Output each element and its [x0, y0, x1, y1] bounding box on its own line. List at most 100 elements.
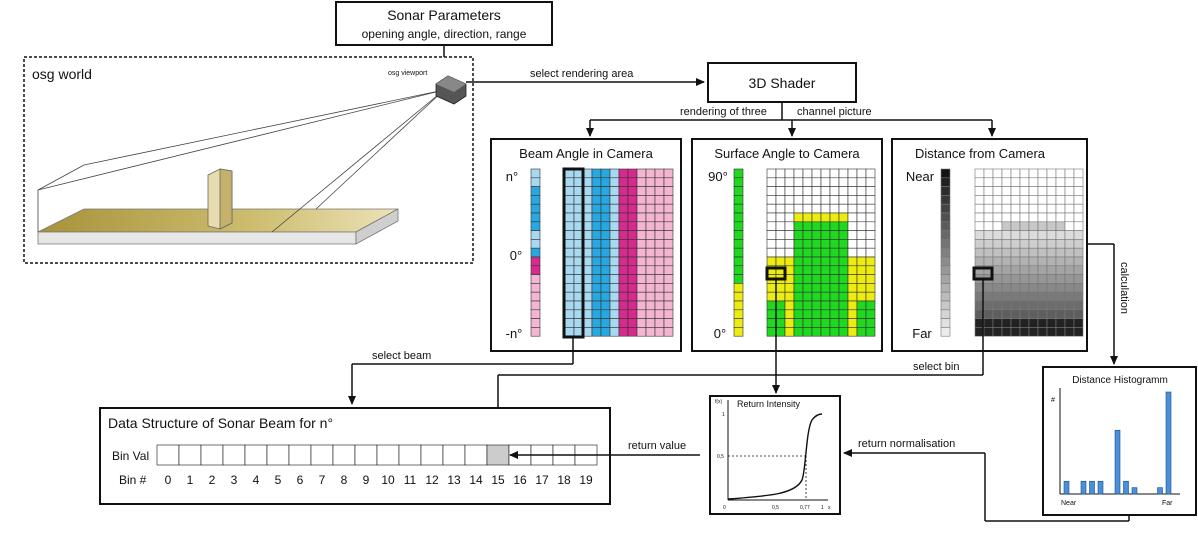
- beam-grid-cell: [564, 265, 575, 275]
- beam-scale-cell: [530, 186, 541, 196]
- distance-grid-cell: [1001, 265, 1012, 275]
- surface-grid-cell: [838, 230, 849, 240]
- surface-grid-cell: [775, 300, 786, 311]
- surface-grid-cell: [811, 309, 822, 319]
- surface-grid-cell: [820, 195, 831, 205]
- distance-grid-cell: [974, 177, 985, 187]
- beam-grid-cell: [618, 221, 629, 231]
- beam-grid-cell: [609, 327, 620, 337]
- surface-grid-cell: [838, 318, 849, 328]
- surface-grid-cell: [775, 327, 786, 337]
- distance-grid-cell: [1046, 247, 1057, 258]
- surface-grid-cell: [838, 203, 849, 214]
- distance-grid-cell: [1055, 309, 1066, 319]
- surface-grid-cell: [820, 274, 831, 284]
- distance-grid-cell: [1019, 230, 1030, 240]
- surface-grid-cell: [847, 247, 858, 258]
- distance-grid-cell: [1010, 203, 1021, 214]
- surface-grid-cell: [811, 221, 822, 231]
- beam-grid-cell: [645, 265, 656, 275]
- distance-grid-cell: [992, 221, 1003, 231]
- bin-number: 12: [425, 473, 439, 487]
- distance-grid-cell: [1073, 309, 1084, 319]
- distance-grid-cell: [1001, 327, 1012, 337]
- surface-grid-cell: [802, 274, 813, 284]
- distance-grid-cell: [1028, 195, 1039, 205]
- surface-grid-cell: [847, 212, 858, 223]
- surface-grid-cell: [766, 309, 777, 319]
- return-value-label: return value: [628, 440, 686, 452]
- bin-value-cell: [442, 444, 466, 466]
- sonar-parameters-title: Sonar Parameters: [387, 7, 501, 23]
- distance-grid-cell: [1019, 203, 1030, 214]
- distance-grid-cell: [974, 247, 985, 258]
- distance-grid-cell: [983, 203, 994, 214]
- surface-grid-cell: [856, 195, 867, 205]
- distance-grid-cell: [992, 195, 1003, 205]
- distance-grid-cell: [992, 168, 1003, 179]
- distance-grid-cell: [1019, 327, 1030, 337]
- surface-grid-cell: [802, 168, 813, 179]
- beam-grid-cell: [627, 195, 638, 205]
- surface-grid-cell: [811, 291, 822, 302]
- beam-scale-cell: [530, 300, 541, 311]
- beam-scale-cell: [530, 283, 541, 293]
- distance-grid-cell: [1037, 300, 1048, 311]
- surface-grid-cell: [847, 318, 858, 328]
- bin-number: 14: [469, 473, 483, 487]
- distance-grid-cell: [992, 212, 1003, 223]
- beam-grid-cell: [627, 283, 638, 293]
- beam-grid-cell: [645, 186, 656, 196]
- beam-grid-cell: [627, 186, 638, 196]
- surface-grid-cell: [856, 283, 867, 293]
- surface-angle-top-label: 90°: [708, 169, 728, 184]
- distance-grid-cell: [974, 212, 985, 223]
- surface-grid-cell: [766, 247, 777, 258]
- distance-grid-cell: [1055, 239, 1066, 249]
- histogram-bar: [1089, 480, 1095, 495]
- distance-grid-cell: [1010, 221, 1021, 231]
- beam-grid-cell: [663, 168, 674, 179]
- distance-grid-cell: [992, 291, 1003, 302]
- distance-grid-cell: [1010, 265, 1021, 275]
- distance-grid-cell: [1046, 318, 1057, 328]
- distance-scale-cell: [940, 247, 951, 258]
- distance-grid-cell: [974, 195, 985, 205]
- beam-grid-cell: [591, 186, 602, 196]
- beam-grid-cell: [663, 212, 674, 223]
- surface-grid-cell: [793, 168, 804, 179]
- surface-grid-cell: [793, 291, 804, 302]
- surface-grid-cell: [829, 291, 840, 302]
- distance-grid-cell: [1073, 203, 1084, 214]
- surface-grid-cell: [856, 247, 867, 258]
- surface-grid-cell: [811, 274, 822, 284]
- distance-grid-cell: [1064, 203, 1075, 214]
- bin-value-cell: [222, 444, 246, 466]
- surface-grid-cell: [802, 309, 813, 319]
- surface-grid-cell: [847, 309, 858, 319]
- beam-scale-cell: [530, 212, 541, 223]
- distance-grid-cell: [1055, 274, 1066, 284]
- surface-grid-cell: [811, 203, 822, 214]
- distance-grid-cell: [1019, 265, 1030, 275]
- ground-plate-side: [355, 208, 399, 245]
- surface-grid-cell: [793, 274, 804, 284]
- bin-number: 5: [275, 473, 282, 487]
- distance-scale-cell: [940, 300, 951, 311]
- beam-scale-cell: [530, 291, 541, 302]
- distance-grid-cell: [1073, 212, 1084, 223]
- surface-grid-cell: [802, 195, 813, 205]
- distance-grid-cell: [983, 230, 994, 240]
- beam-grid-cell: [591, 195, 602, 205]
- surface-grid-cell: [829, 247, 840, 258]
- surface-grid-cell: [784, 221, 795, 231]
- beam-scale-cell: [530, 239, 541, 249]
- surface-grid-cell: [784, 230, 795, 240]
- beam-angle-mid-label: 0°: [510, 248, 522, 263]
- distance-grid-cell: [983, 212, 994, 223]
- surface-grid-cell: [856, 203, 867, 214]
- surface-grid-cell: [766, 327, 777, 337]
- surface-grid-cell: [847, 274, 858, 284]
- beam-scale-cell: [530, 221, 541, 231]
- beam-grid-cell: [564, 230, 575, 240]
